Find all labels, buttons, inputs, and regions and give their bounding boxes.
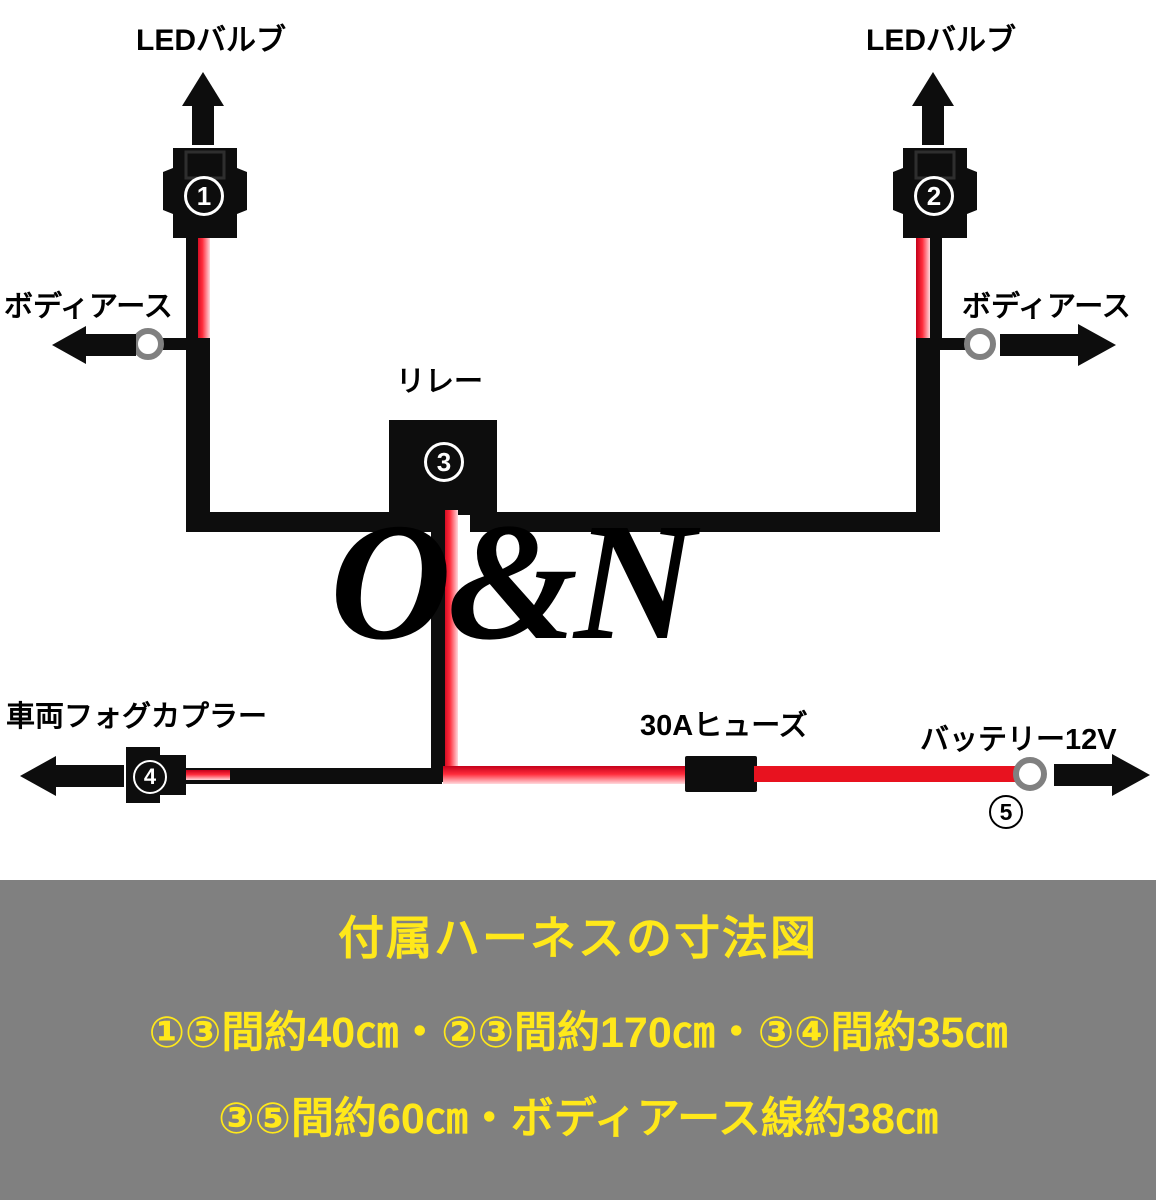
label-battery-12v: バッテリー12V [920,724,1117,756]
connector-1-body [163,148,247,238]
wire-black-right-trunk [916,338,940,528]
body-ground-arrow-left [52,326,136,364]
caption-panel: 付属ハーネスの寸法図 ①③間約40㎝・②③間約170㎝・③④間約35㎝ ③⑤間約… [0,880,1156,1200]
caption-line-2: ③⑤間約60㎝・ボディアース線約38㎝ [218,1095,938,1143]
eyelet-terminal-left [132,328,164,360]
wire-red-to-fuse [443,766,688,784]
wire-black-left-to-relay [186,512,438,532]
wiring-diagram-canvas: O&N LEDバルブ LEDバルブ ボディアース ボディアース リレー 車両フォ… [4,24,1150,829]
wire-black-relay-down [431,510,445,782]
wire-red-to-battery [754,766,1023,782]
led-bulb-arrow-right [912,72,954,145]
caption-line-1: ①③間約40㎝・②③間約170㎝・③④間約35㎝ [148,1009,1008,1057]
wire-black-left-trunk [186,338,210,528]
wire-red-coupler-stub [186,770,230,780]
connector-2-body [893,148,977,238]
label-led-bulb-left: LEDバルブ [136,24,286,57]
eyelet-terminal-right [964,328,996,360]
label-relay: リレー [396,366,484,398]
wire-black-left-upper [186,235,198,347]
wire-black-fog-run [186,768,442,784]
eyelet-terminal-battery [1013,757,1047,791]
body-ground-arrow-right [1000,324,1116,366]
wire-black-right-upper [930,235,942,347]
wiring-diagram-svg [20,72,1150,803]
fuse-holder-30a [685,756,757,792]
label-body-ground-left: ボディアース [4,291,173,323]
label-body-ground-right: ボディアース [962,291,1131,323]
relay-box [389,420,497,515]
fog-coupler-arrow [20,756,124,796]
label-fog-coupler: 車両フォグカプラー [6,701,268,733]
wire-red-left-upper [196,235,210,347]
label-fuse-30a: 30Aヒューズ [640,710,808,742]
connector-4-fog-coupler [126,747,186,803]
caption-title: 付属ハーネスの寸法図 [338,912,818,964]
led-bulb-arrow-left [182,72,224,145]
wire-red-relay-down [443,510,458,782]
wire-red-right-upper [916,235,930,347]
label-led-bulb-right: LEDバルブ [866,24,1016,57]
battery-arrow [1054,754,1150,796]
wire-black-right-to-relay [470,512,940,532]
